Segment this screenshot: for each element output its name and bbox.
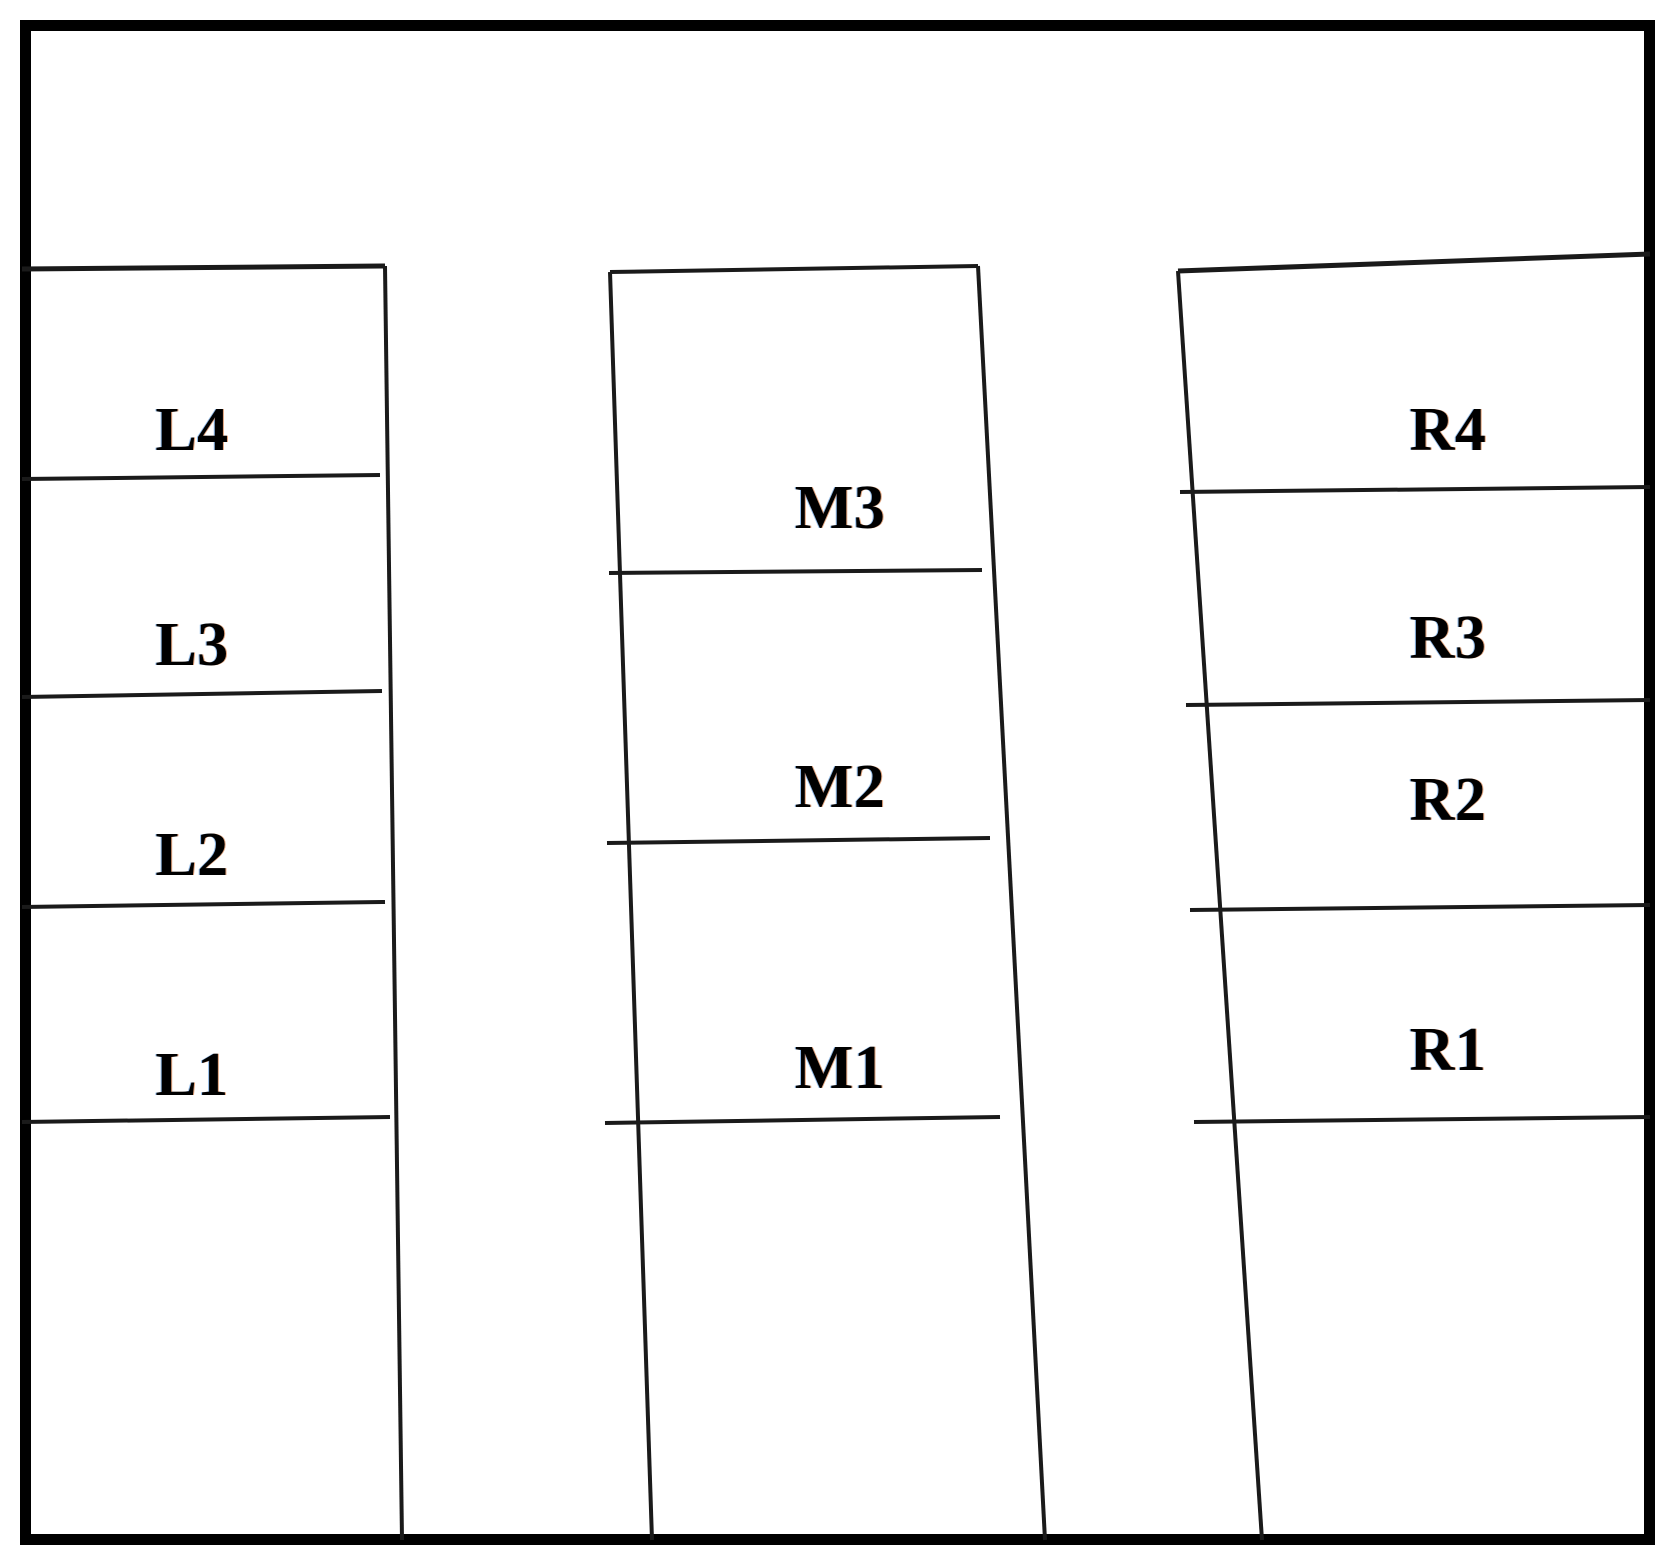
right-divider-r2-r1	[1189, 903, 1651, 912]
left-divider-l3-l2	[21, 689, 383, 699]
cell-label-r2: R2	[1409, 766, 1487, 834]
cell-label-r3: R3	[1409, 604, 1487, 672]
right-divider-r1-bottom	[1193, 1115, 1651, 1124]
right-column-group	[1176, 251, 1651, 1541]
middle-column-top-edge	[609, 264, 979, 274]
left-divider-l1-bottom	[21, 1115, 391, 1124]
cell-label-r4: R4	[1409, 396, 1487, 464]
cell-label-l4: L4	[155, 396, 229, 464]
left-column-group	[21, 263, 404, 1541]
cell-label-l2: L2	[155, 821, 229, 889]
cell-label-m1: M1	[794, 1034, 886, 1102]
cell-label-r1: R1	[1409, 1016, 1487, 1084]
middle-divider-m1-bottom	[604, 1115, 1001, 1125]
cell-label-l3: L3	[155, 611, 229, 679]
left-column-top-edge	[21, 263, 386, 272]
cell-label-m2: M2	[794, 753, 886, 821]
outer-frame	[20, 20, 1655, 1545]
middle-column-right-edge	[976, 265, 1047, 1541]
right-divider-r4-r3	[1179, 485, 1651, 494]
left-column-right-edge	[383, 265, 404, 1541]
left-divider-l2-l1	[21, 900, 386, 909]
right-divider-r3-r2	[1185, 698, 1651, 707]
middle-divider-m3-m2	[608, 568, 983, 575]
middle-divider-m2-m1	[606, 836, 991, 845]
middle-column-group	[604, 264, 1047, 1541]
cell-label-m3: M3	[794, 474, 886, 542]
left-divider-l4-l3	[21, 473, 381, 481]
cell-label-l1: L1	[155, 1041, 229, 1109]
right-column-top-edge	[1177, 251, 1651, 274]
middle-column-left-edge	[608, 271, 654, 1541]
right-column-left-edge	[1176, 270, 1264, 1541]
